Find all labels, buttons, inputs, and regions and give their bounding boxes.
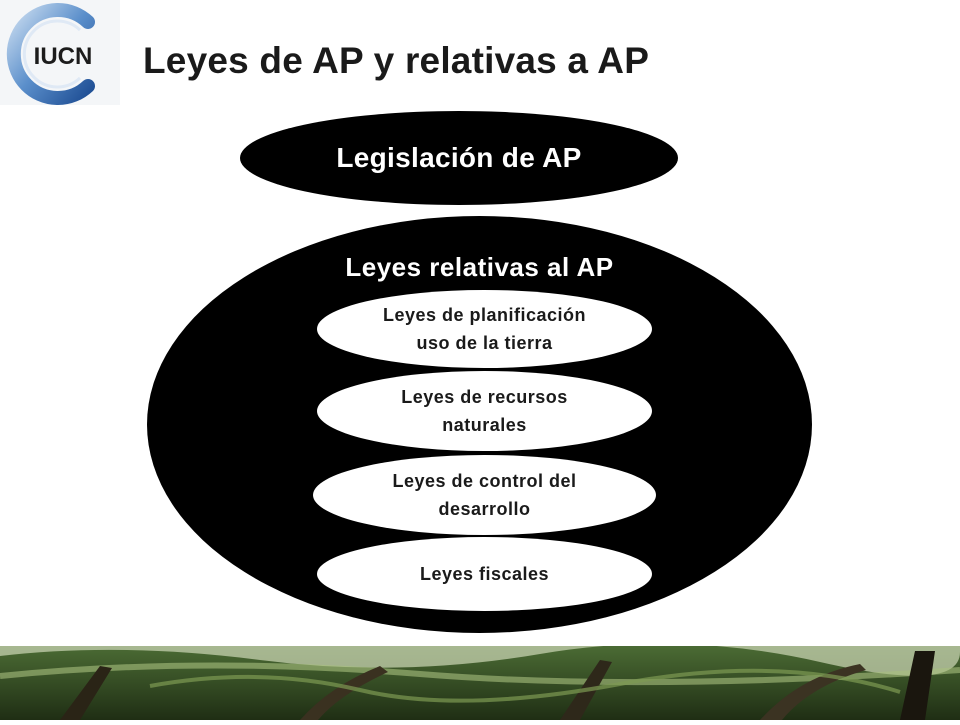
- item-line: Leyes de recursos: [401, 387, 568, 407]
- land-use-planning-laws-ellipse: Leyes de planificación uso de la tierra: [317, 290, 652, 368]
- item-line: Leyes de control del: [392, 471, 577, 491]
- natural-resources-laws-ellipse: Leyes de recursos naturales: [317, 371, 652, 451]
- item-line: uso de la tierra: [416, 333, 553, 353]
- development-control-laws-ellipse: Leyes de control del desarrollo: [313, 455, 656, 535]
- logo-text: IUCN: [34, 43, 93, 70]
- forest-footer-image: [0, 643, 960, 720]
- legislation-ellipse: Legislación de AP: [240, 111, 678, 205]
- related-laws-label: Leyes relativas al AP: [345, 252, 614, 282]
- fiscal-laws-ellipse: Leyes fiscales: [317, 537, 652, 611]
- item-line: desarrollo: [438, 499, 531, 519]
- item-line: Leyes de planificación: [382, 305, 587, 325]
- item-line: Leyes fiscales: [419, 564, 550, 584]
- page-title: Leyes de AP y relativas a AP: [143, 40, 650, 81]
- iucn-logo: IUCN: [0, 0, 120, 105]
- legislation-label: Legislación de AP: [336, 142, 582, 173]
- item-line: naturales: [442, 415, 527, 435]
